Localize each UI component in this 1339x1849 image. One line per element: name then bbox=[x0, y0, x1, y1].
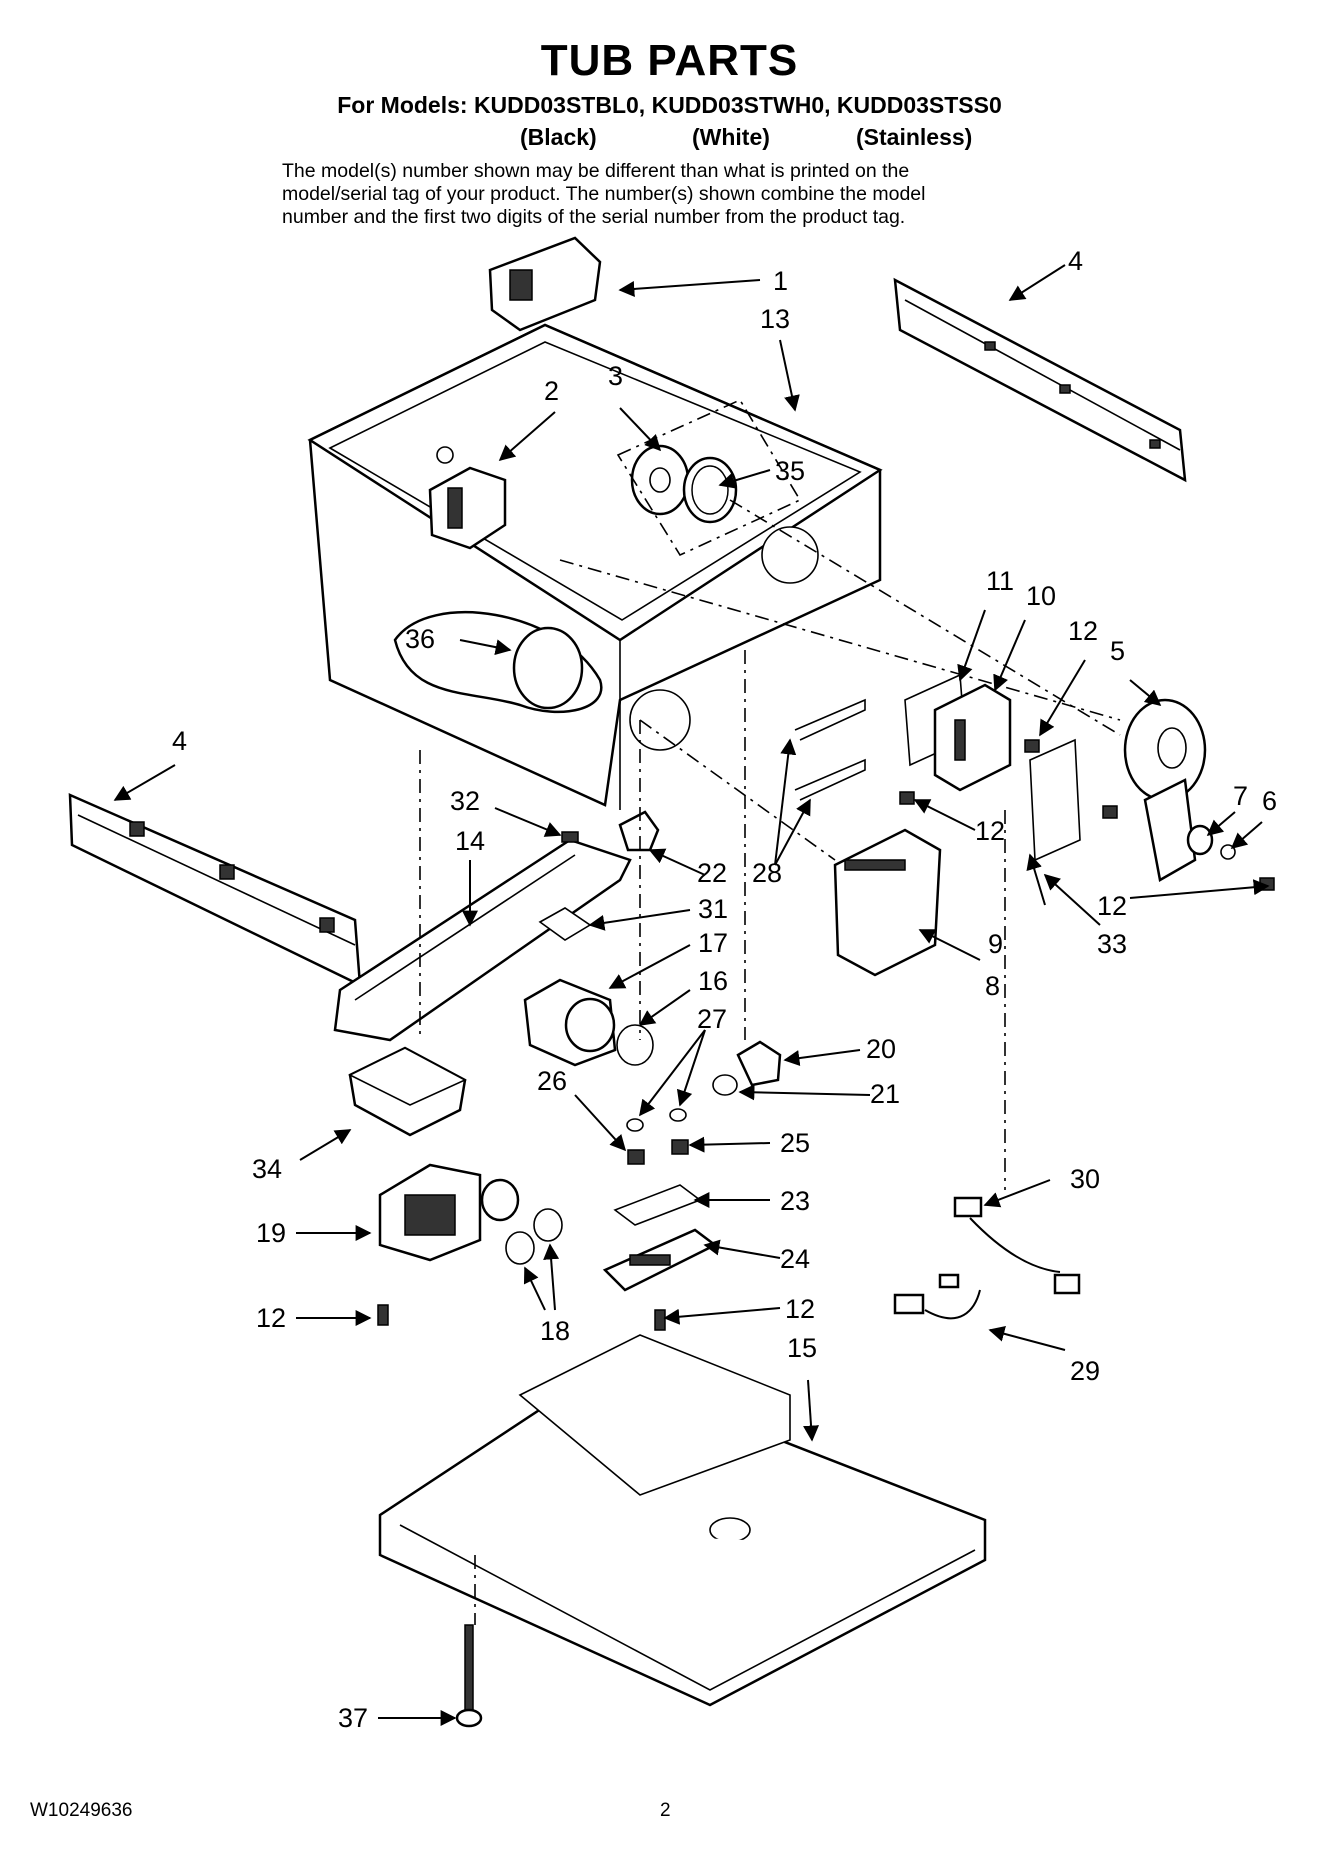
part-label: 12 bbox=[975, 816, 1005, 846]
part-label: 32 bbox=[450, 786, 480, 816]
part-24-heater-bracket bbox=[602, 1228, 718, 1292]
part-label: 4 bbox=[1068, 246, 1083, 276]
part-label: 18 bbox=[540, 1316, 570, 1346]
part-19-pump-assembly bbox=[378, 1163, 520, 1262]
part-21-o-ring bbox=[712, 1074, 738, 1096]
part-label: 36 bbox=[405, 624, 435, 654]
models-line: For Models: KUDD03STBL0, KUDD03STWH0, KU… bbox=[337, 92, 1002, 118]
part-17-pump bbox=[523, 978, 617, 1067]
part-label: 8 bbox=[985, 971, 1000, 1001]
part-label: 22 bbox=[697, 858, 727, 888]
part-5-pump-motor bbox=[1123, 698, 1207, 882]
part-23-bracket bbox=[613, 1184, 702, 1226]
part-label: 14 bbox=[455, 826, 485, 856]
disclaimer-line: model/serial tag of your product. The nu… bbox=[282, 183, 926, 205]
part-22-clip bbox=[618, 810, 660, 852]
part-label: 27 bbox=[697, 1004, 727, 1034]
tub-assembly bbox=[307, 323, 883, 810]
part-label: 12 bbox=[256, 1303, 286, 1333]
part-12-screws bbox=[377, 739, 1275, 1331]
part-label: 12 bbox=[1097, 891, 1127, 921]
part-label: 5 bbox=[1110, 636, 1125, 666]
page-title: TUB PARTS bbox=[540, 36, 799, 85]
part-label: 26 bbox=[537, 1066, 567, 1096]
part-label: 31 bbox=[698, 894, 728, 924]
part-8-housing bbox=[833, 828, 942, 977]
part-label: 1 bbox=[773, 266, 788, 296]
part-34-shield bbox=[348, 1046, 467, 1137]
part-label: 29 bbox=[1070, 1356, 1100, 1386]
part-label: 33 bbox=[1097, 929, 1127, 959]
part-label: 20 bbox=[866, 1034, 896, 1064]
part-7-coupling bbox=[1186, 824, 1214, 856]
part-16-clamp bbox=[616, 1024, 654, 1066]
part-label: 30 bbox=[1070, 1164, 1100, 1194]
part-29-cable bbox=[893, 1273, 981, 1320]
part-2-vent bbox=[428, 466, 507, 550]
part-26-25-nuts bbox=[627, 1139, 689, 1165]
part-labels: 1 13 4 2 3 35 11 10 12 5 36 4 32 14 22 2… bbox=[172, 246, 1277, 1733]
part-30-cable bbox=[953, 1196, 1081, 1295]
part-label: 10 bbox=[1026, 581, 1056, 611]
part-label: 23 bbox=[780, 1186, 810, 1216]
part-label: 11 bbox=[986, 566, 1014, 596]
variant-stainless: (Stainless) bbox=[856, 124, 973, 150]
part-label: 6 bbox=[1262, 786, 1277, 816]
part-10-control bbox=[933, 683, 1012, 792]
part-label: 9 bbox=[988, 929, 1003, 959]
part-18-clamps bbox=[505, 1208, 563, 1265]
part-label: 34 bbox=[252, 1154, 282, 1184]
part-label: 2 bbox=[544, 376, 559, 406]
part-label: 7 bbox=[1233, 781, 1248, 811]
part-36-gasket bbox=[393, 611, 603, 714]
leader-arrows bbox=[113, 264, 1270, 1726]
alignment-lines bbox=[419, 499, 1121, 1625]
part-label: 37 bbox=[338, 1703, 368, 1733]
part-label: 28 bbox=[752, 858, 782, 888]
part-1-bracket bbox=[488, 236, 602, 332]
model-disclaimer: The model(s) number shown may be differe… bbox=[282, 160, 1082, 229]
part-28-clips bbox=[794, 698, 866, 801]
part-label: 25 bbox=[780, 1128, 810, 1158]
part-27-washers bbox=[626, 1108, 687, 1132]
part-37-screw bbox=[455, 1624, 483, 1728]
disclaimer-line: The model(s) number shown may be differe… bbox=[282, 160, 910, 182]
document-number: W10249636 bbox=[30, 1800, 133, 1821]
part-label: 16 bbox=[698, 966, 728, 996]
part-label: 12 bbox=[1068, 616, 1098, 646]
variant-black: (Black) bbox=[520, 124, 597, 150]
part-label: 35 bbox=[775, 456, 805, 486]
page-number: 2 bbox=[660, 1800, 671, 1821]
part-label: 4 bbox=[172, 726, 187, 756]
part-33-bracket bbox=[1029, 738, 1081, 862]
part-15-base bbox=[378, 1334, 987, 1707]
variant-white: (White) bbox=[692, 124, 770, 150]
part-4-rail-upper bbox=[893, 277, 1187, 483]
disclaimer-line: number and the first two digits of the s… bbox=[282, 206, 906, 228]
part-label: 13 bbox=[760, 304, 790, 334]
part-label: 19 bbox=[256, 1218, 286, 1248]
part-label: 17 bbox=[698, 928, 728, 958]
part-label: 24 bbox=[780, 1244, 810, 1274]
part-label: 15 bbox=[787, 1333, 817, 1363]
part-label: 12 bbox=[785, 1294, 815, 1324]
part-4-rail-lower bbox=[68, 793, 362, 988]
part-32-clip bbox=[561, 831, 579, 843]
part-20-sensor bbox=[736, 1040, 782, 1087]
part-label: 3 bbox=[608, 361, 623, 391]
part-label: 21 bbox=[870, 1079, 900, 1109]
